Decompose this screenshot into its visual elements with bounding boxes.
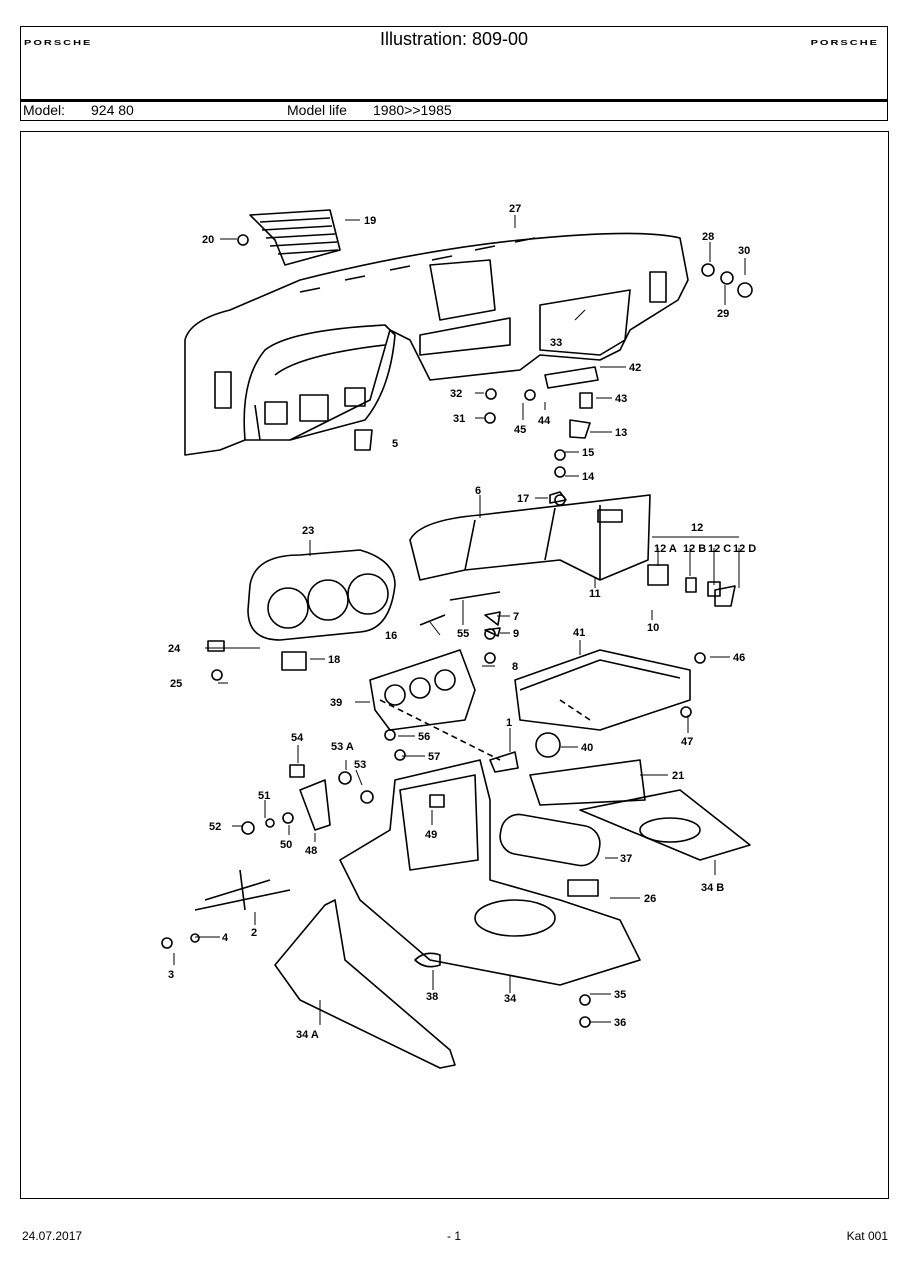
callout-27: 27 xyxy=(509,203,521,215)
callout-19: 19 xyxy=(364,215,376,227)
callout-12d: 12 D xyxy=(733,543,756,555)
callout-14: 14 xyxy=(582,471,595,483)
callout-43: 43 xyxy=(615,393,627,405)
glovebox xyxy=(409,494,651,581)
callout-24: 24 xyxy=(168,643,181,655)
model-life-label: Model life xyxy=(287,102,347,118)
callout-47: 47 xyxy=(681,736,693,748)
callout-28: 28 xyxy=(702,231,714,243)
footer-page-number: - 1 xyxy=(447,1229,462,1243)
callout-40: 40 xyxy=(581,742,593,754)
callout-21: 21 xyxy=(672,770,684,782)
callout-35: 35 xyxy=(614,989,626,1001)
callout-23: 23 xyxy=(302,525,314,537)
callout-6: 6 xyxy=(475,485,481,497)
callout-52: 52 xyxy=(209,821,221,833)
center-console xyxy=(339,759,641,986)
header-divider xyxy=(21,99,887,102)
callout-55: 55 xyxy=(457,628,469,640)
callout-34b: 34 B xyxy=(701,882,724,894)
callout-17: 17 xyxy=(517,493,529,505)
callout-33: 33 xyxy=(550,337,562,349)
callout-57: 57 xyxy=(428,751,440,763)
callout-13: 13 xyxy=(615,427,627,439)
callout-56: 56 xyxy=(418,731,430,743)
callout-44: 44 xyxy=(538,415,551,427)
callout-16: 16 xyxy=(385,630,397,642)
vent-grille xyxy=(249,209,341,266)
callout-51: 51 xyxy=(258,790,270,802)
callout-53a: 53 A xyxy=(331,741,354,753)
callout-34: 34 xyxy=(504,993,517,1005)
callout-37: 37 xyxy=(620,853,632,865)
gauge-cluster xyxy=(369,649,476,731)
header-box: PORSCHE Illustration: 809-00 PORSCHE Mod… xyxy=(20,26,888,121)
callout-49: 49 xyxy=(425,829,437,841)
callout-42: 42 xyxy=(629,362,641,374)
callout-20: 20 xyxy=(202,234,214,246)
porsche-logo-left: PORSCHE xyxy=(24,38,93,48)
callout-34a: 34 A xyxy=(296,1029,319,1041)
callout-15: 15 xyxy=(582,447,594,459)
callout-25: 25 xyxy=(170,678,182,690)
callout-53: 53 xyxy=(354,759,366,771)
callout-29: 29 xyxy=(717,308,729,320)
callout-3: 3 xyxy=(168,969,174,981)
storage-tray xyxy=(514,649,691,731)
callout-12: 12 xyxy=(691,522,703,534)
model-label: Model: xyxy=(23,102,66,118)
instrument-bezel xyxy=(247,549,396,641)
callout-10: 10 xyxy=(647,622,659,634)
dashboard-panel xyxy=(184,232,689,456)
callout-41: 41 xyxy=(573,627,585,639)
illustration-title: Illustration: 809-00 xyxy=(379,29,529,49)
callout-1: 1 xyxy=(506,717,512,729)
callout-39: 39 xyxy=(330,697,342,709)
callout-50: 50 xyxy=(280,839,292,851)
callout-48: 48 xyxy=(305,845,317,857)
callout-46: 46 xyxy=(733,652,745,664)
callout-12b: 12 B xyxy=(683,543,706,555)
callout-2: 2 xyxy=(251,927,257,939)
callout-8: 8 xyxy=(512,661,518,673)
porsche-logo-right: PORSCHE xyxy=(810,38,879,48)
callout-4: 4 xyxy=(222,932,229,944)
footer-date: 24.07.2017 xyxy=(22,1229,83,1243)
parts-drawing-frame xyxy=(20,131,889,1199)
callout-36: 36 xyxy=(614,1017,626,1029)
callout-5: 5 xyxy=(392,438,398,450)
callout-11: 11 xyxy=(589,588,601,600)
callout-38: 38 xyxy=(426,991,438,1003)
callout-9: 9 xyxy=(513,628,519,640)
callout-45: 45 xyxy=(514,424,526,436)
callout-31: 31 xyxy=(453,413,465,425)
callout-12c: 12 C xyxy=(708,543,731,555)
callout-54: 54 xyxy=(291,732,304,744)
console-side-panel xyxy=(274,899,456,1069)
callout-26: 26 xyxy=(644,893,656,905)
callout-18: 18 xyxy=(328,654,340,666)
footer-catalog: Kat 001 xyxy=(846,1229,888,1243)
callout-7: 7 xyxy=(513,611,519,623)
model-value: 924 80 xyxy=(91,102,134,118)
callout-12a: 12 A xyxy=(654,543,677,555)
callout-32: 32 xyxy=(450,388,462,400)
model-life-value: 1980>>1985 xyxy=(373,102,452,118)
callout-30: 30 xyxy=(738,245,750,257)
